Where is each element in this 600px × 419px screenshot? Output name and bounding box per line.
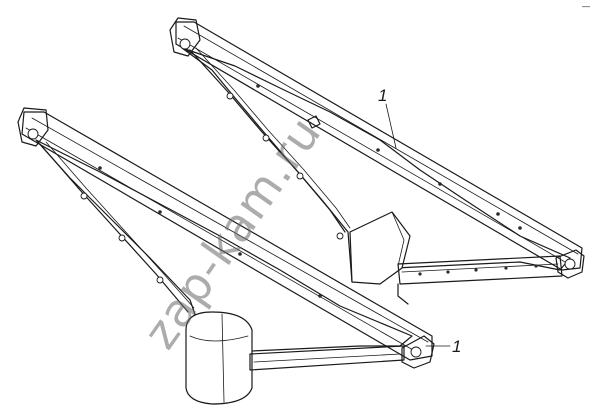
upper-bracket-lug-left: [169, 17, 201, 57]
upper-bracket-lug-right-hole: [564, 258, 576, 270]
upper-bracket-bushing: [307, 115, 321, 129]
callout-lower-label: 1: [452, 337, 461, 356]
upper-bracket-base: [397, 255, 563, 285]
callout-lower: 1: [425, 337, 461, 356]
upper-bracket-strut: [189, 49, 346, 233]
corner-mark: —: [582, 2, 590, 11]
lower-bracket-lug-left-hole: [27, 128, 39, 140]
lower-bracket-web: [35, 139, 413, 353]
lower-bracket-lug-right: [401, 335, 435, 369]
upper-bracket: [169, 17, 585, 305]
lower-bracket-flange: [21, 111, 433, 361]
upper-bracket-lug-right: [555, 249, 585, 279]
callout-upper-label: 1: [378, 86, 387, 105]
lower-bracket-lug-left: [17, 107, 49, 147]
lower-bracket-base: [249, 345, 405, 371]
lower-bracket-strut: [39, 143, 189, 313]
callout-upper: 1: [378, 86, 397, 149]
lower-bracket-foot: [185, 311, 253, 405]
lower-bracket: [17, 107, 435, 405]
lower-bracket-lug-right-hole: [410, 346, 422, 358]
upper-bracket-flange: [175, 21, 583, 271]
upper-bracket-lug-left-hole: [179, 38, 191, 50]
